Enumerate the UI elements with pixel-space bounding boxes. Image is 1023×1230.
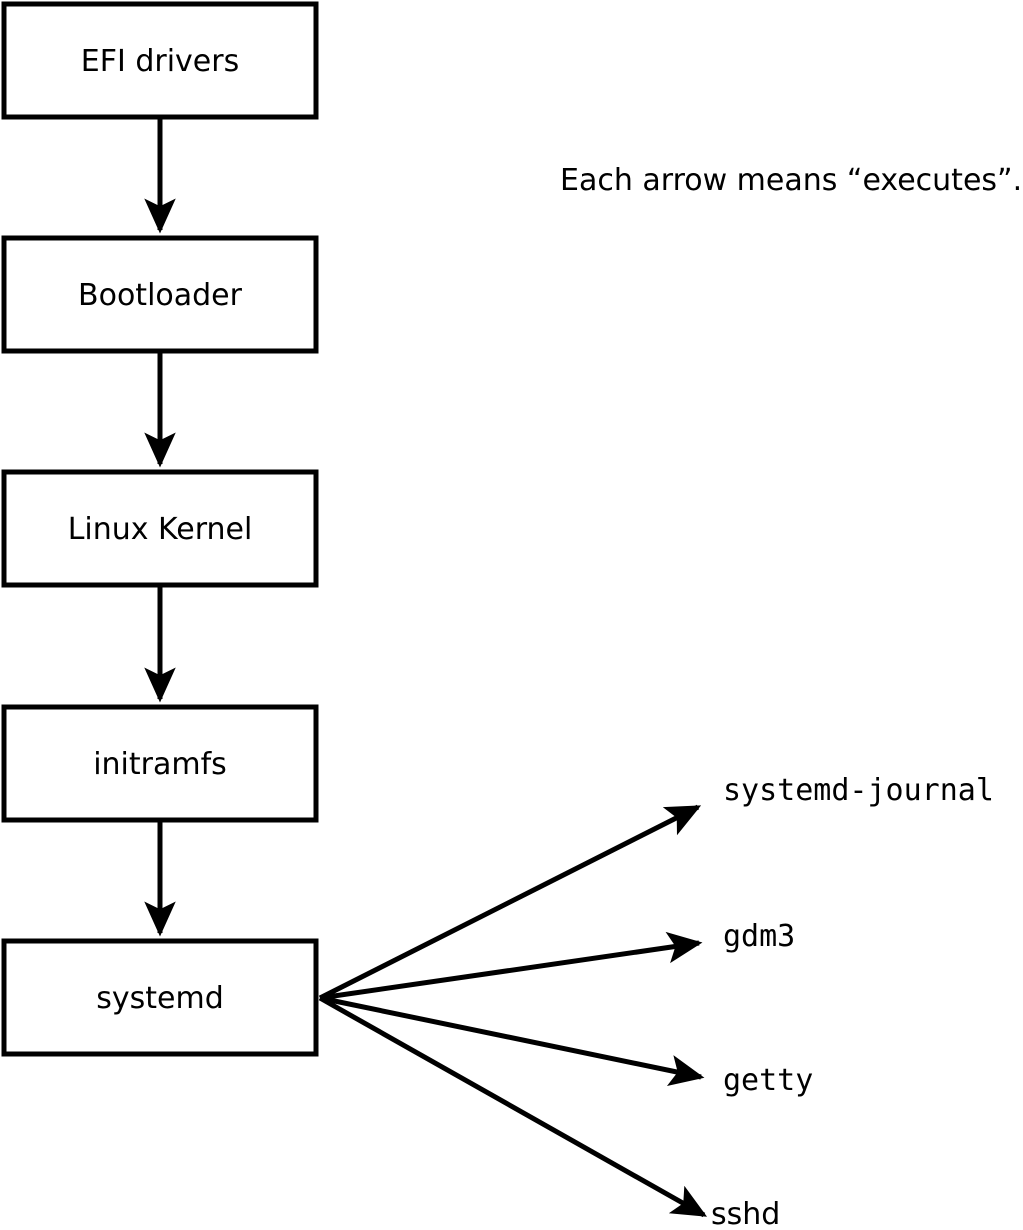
node-box (1, 1, 319, 120)
node-efi-drivers: EFI drivers (1, 1, 319, 120)
node-box (1, 704, 319, 823)
node-label: EFI drivers (81, 44, 239, 79)
node-box (1, 938, 319, 1057)
label-getty: getty (723, 1063, 813, 1098)
node-label: initramfs (93, 747, 227, 782)
node-box (1, 235, 319, 354)
label-systemd-journal: systemd-journal (723, 773, 994, 808)
arrow-systemd-to-systemd-journal (318, 804, 702, 1001)
node-label: Bootloader (78, 278, 243, 313)
node-systemd: systemd (1, 938, 319, 1057)
node-initramfs: initramfs (1, 704, 319, 823)
caption-arrow-meaning: Each arrow means “executes”. (560, 163, 1022, 198)
arrow-systemd-to-sshd (318, 995, 708, 1218)
arrow-systemd-to-gdm3 (319, 931, 703, 1001)
label-sshd: sshd (711, 1197, 780, 1230)
arrow-systemd-to-getty (319, 995, 705, 1087)
node-bootloader: Bootloader (1, 235, 319, 354)
label-gdm3: gdm3 (723, 919, 795, 954)
node-label: systemd (96, 981, 224, 1016)
node-label: Linux Kernel (68, 512, 253, 547)
node-linux-kernel: Linux Kernel (1, 469, 319, 588)
